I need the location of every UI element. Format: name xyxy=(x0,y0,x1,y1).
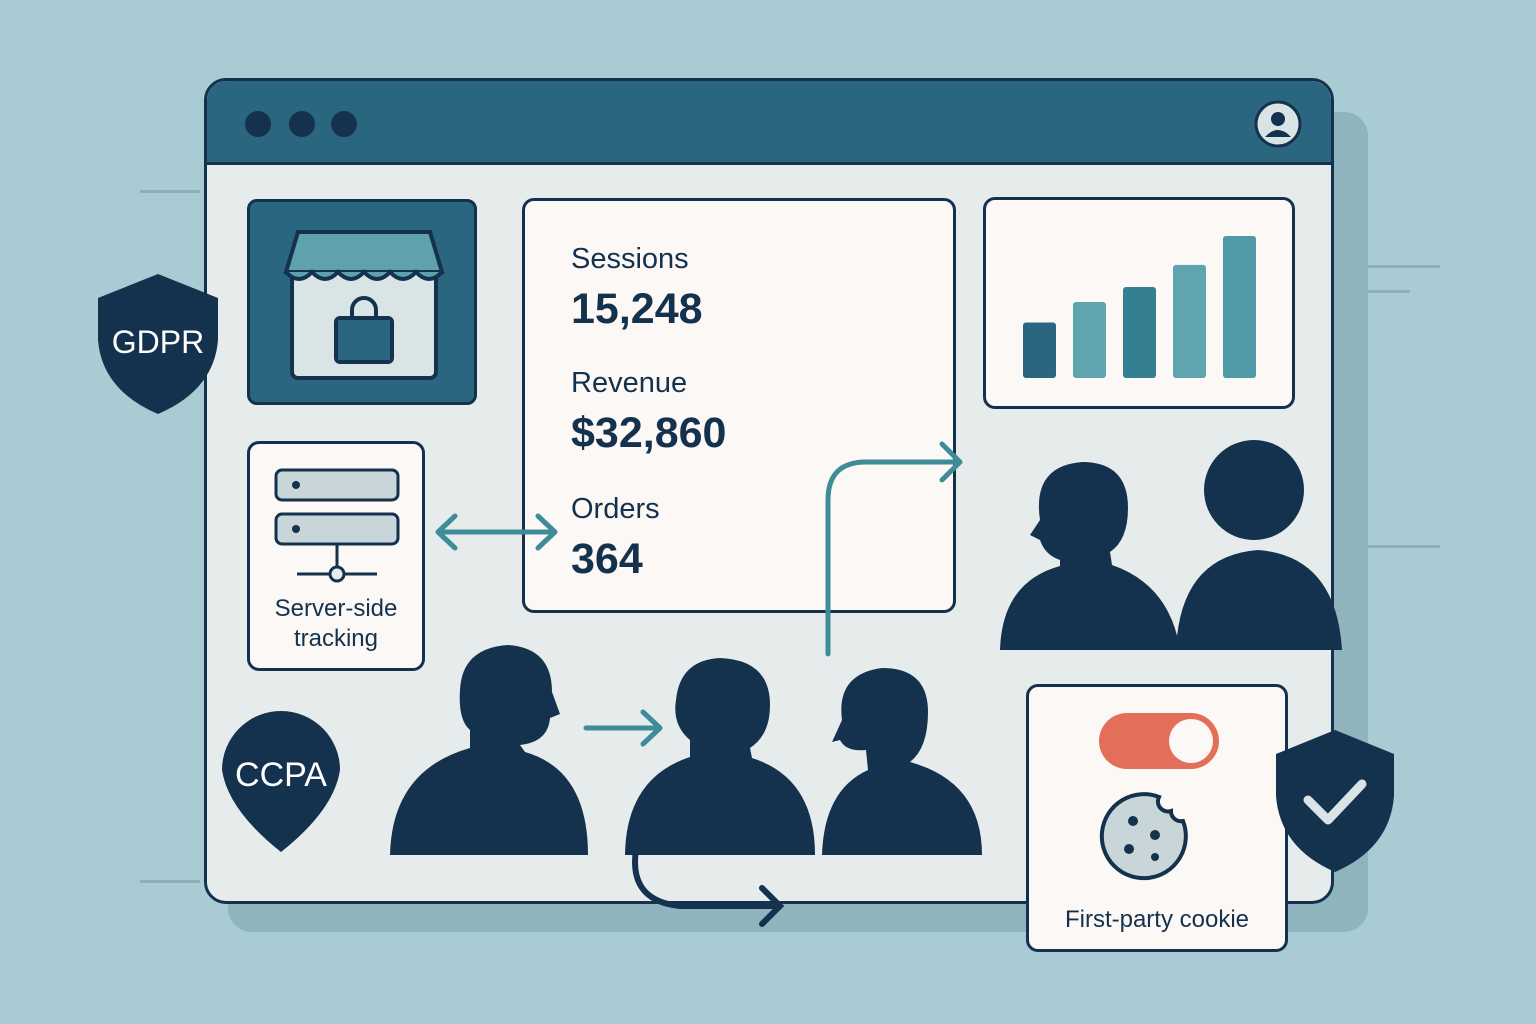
chart-bar xyxy=(1173,264,1206,378)
gdpr-label: GDPR xyxy=(111,324,205,360)
metric-value: $32,860 xyxy=(571,409,727,457)
people-icon xyxy=(390,440,1342,855)
gdpr-badge: GDPR xyxy=(94,270,222,418)
speed-line xyxy=(140,190,200,193)
chart-bar xyxy=(1123,287,1156,378)
ccpa-label: CCPA xyxy=(235,756,327,794)
bidirectional-arrow-icon xyxy=(435,513,558,551)
window-dot[interactable] xyxy=(289,111,315,137)
speed-line xyxy=(1340,290,1410,293)
speed-line xyxy=(1350,545,1440,548)
metric-value: 15,248 xyxy=(571,285,703,333)
storefront-icon xyxy=(283,230,445,380)
speed-line xyxy=(140,880,200,883)
chart-card xyxy=(983,197,1295,409)
cookie-card: First-party cookie xyxy=(1026,684,1288,952)
metric-label: Revenue xyxy=(571,367,688,399)
shield-icon xyxy=(98,274,218,414)
chart-bar xyxy=(1223,236,1256,378)
speed-line xyxy=(1340,265,1440,268)
consent-toggle[interactable] xyxy=(1099,713,1219,769)
window-dot[interactable] xyxy=(245,111,271,137)
ccpa-badge: CCPA xyxy=(218,700,344,854)
shield-check-icon xyxy=(1276,730,1394,872)
cookie-icon xyxy=(1099,792,1188,881)
server-card: Server-side tracking xyxy=(247,441,425,671)
location-pin-icon xyxy=(222,711,340,852)
server-label: Server-side tracking xyxy=(274,595,398,652)
title-bar xyxy=(207,81,1331,165)
arrow-right-icon xyxy=(583,709,663,747)
metrics-card: Sessions 15,248 Revenue $32,860 Orders 3… xyxy=(522,198,956,613)
window-dot[interactable] xyxy=(331,111,357,137)
user-avatar-icon[interactable] xyxy=(1253,99,1303,149)
cookie-label: First-party cookie xyxy=(1064,906,1250,933)
metric-label: Sessions xyxy=(571,243,689,275)
metric-label: Orders xyxy=(571,493,660,525)
arrow-up-right-icon xyxy=(825,441,963,657)
bar-chart xyxy=(1023,236,1256,378)
chart-bar xyxy=(1073,302,1106,378)
server-icon xyxy=(274,468,400,583)
store-card xyxy=(247,199,477,405)
metric-value: 364 xyxy=(571,535,643,583)
chart-bar xyxy=(1023,322,1056,378)
